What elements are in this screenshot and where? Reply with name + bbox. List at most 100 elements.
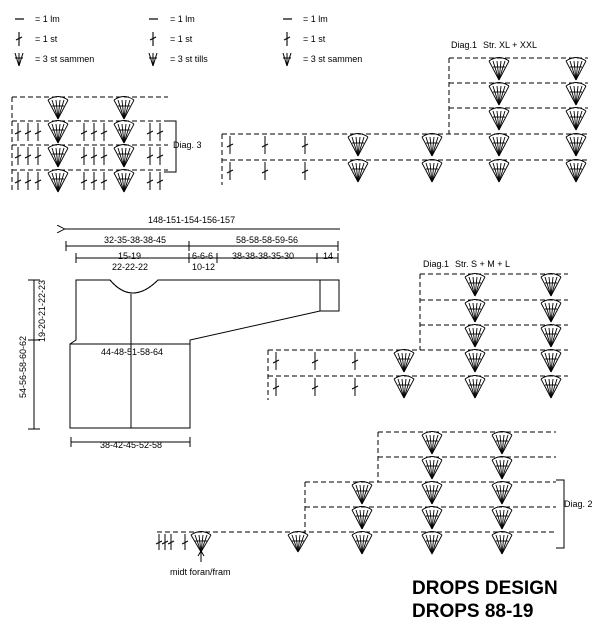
diagram-3-bracket <box>164 120 177 173</box>
neck-label-2: 22-22-22 <box>112 262 148 272</box>
legend-chain-label: = 1 lm <box>170 14 195 24</box>
stitch-symbol <box>80 123 88 141</box>
legend-chain-label: = 1 lm <box>35 14 60 24</box>
stitch-symbol <box>100 147 108 165</box>
cluster-fan <box>565 82 587 106</box>
cluster-fan <box>287 531 309 553</box>
legend-col-1: = 1 lm = 1 st = 3 st sammen <box>14 14 94 67</box>
stitch-symbol <box>24 123 32 141</box>
cluster-fan <box>565 133 587 157</box>
cluster-fan <box>421 431 443 455</box>
stitch-symbol-icon <box>15 32 23 46</box>
stitch-symbol <box>272 352 280 370</box>
stitch-symbol <box>226 136 234 154</box>
shoulder-label-2: 10-12 <box>192 262 215 272</box>
stitch-symbol <box>80 147 88 165</box>
cluster-fan <box>540 375 562 399</box>
height-label: 54-56-58-60-62 <box>18 336 28 398</box>
cluster-fan <box>190 531 212 553</box>
stitch-symbol-icon <box>149 32 157 46</box>
legend-col-3: = 1 lm = 1 st = 3 st sammen <box>282 14 362 67</box>
brand-line-2: DROPS 88-19 <box>412 601 533 622</box>
cluster-fan <box>351 531 373 555</box>
legend-stitch-label: = 1 st <box>35 34 58 44</box>
cluster-fan <box>113 169 135 193</box>
legend-col-2: = 1 lm = 1 st = 3 st tills <box>148 14 208 67</box>
legend-stitch-label: = 1 st <box>170 34 193 44</box>
stitch-symbol <box>156 172 164 190</box>
stitch-symbol <box>261 136 269 154</box>
cluster-fan <box>351 481 373 505</box>
stitch-symbol <box>100 172 108 190</box>
cluster-fan <box>393 375 415 399</box>
cluster-fan <box>47 120 69 144</box>
legend-stitch-label: = 1 st <box>303 34 326 44</box>
cuff-label: 14 <box>323 251 333 261</box>
cluster-fan <box>351 506 373 530</box>
legend-cluster-label: = 3 st sammen <box>35 54 94 64</box>
legend-cluster-label: = 3 st tills <box>170 54 208 64</box>
diagram-2-bracket <box>556 479 565 549</box>
stitch-symbol <box>34 172 42 190</box>
cluster-fan <box>421 531 443 555</box>
cluster-fan <box>540 299 562 323</box>
stitch-symbol <box>146 123 154 141</box>
diagram-2-label: Diag. 2 <box>564 499 593 509</box>
cluster-fan <box>488 133 510 157</box>
stitch-symbol-icon <box>283 32 291 46</box>
stitch-symbol <box>100 123 108 141</box>
cluster-fan <box>565 107 587 131</box>
cluster-fan <box>113 144 135 168</box>
diagram-1-xl-label: Diag.1 <box>451 40 477 50</box>
cluster-fan <box>393 349 415 373</box>
cluster-fan <box>488 107 510 131</box>
stitch-symbol <box>167 534 175 550</box>
stitch-symbol <box>311 352 319 370</box>
arrow-head-icon <box>197 550 205 557</box>
stitch-symbol <box>90 123 98 141</box>
brand-line-1: DROPS DESIGN <box>412 578 558 599</box>
cluster-fan <box>464 324 486 348</box>
cluster-fan <box>347 159 369 183</box>
diagram-3 <box>11 96 168 193</box>
stitch-symbol <box>261 162 269 180</box>
stitch-symbol <box>14 123 22 141</box>
stitch-symbol <box>155 534 163 550</box>
stitch-symbol <box>226 162 234 180</box>
neckline <box>109 279 159 294</box>
stitch-symbol <box>90 147 98 165</box>
armhole-label: 19-20-21-22-23 <box>37 280 47 342</box>
cluster-fan <box>488 57 510 81</box>
stitch-symbol <box>80 172 88 190</box>
stitch-symbol <box>14 147 22 165</box>
diagram-1-xl-size: Str. XL + XXL <box>483 40 537 50</box>
cluster-symbol-icon <box>148 52 158 67</box>
sleeve-length-label: 58-58-58-59-56 <box>236 235 298 245</box>
stitch-symbol <box>14 172 22 190</box>
stitch-symbol <box>156 147 164 165</box>
stitch-symbol <box>24 147 32 165</box>
cluster-fan <box>491 481 513 505</box>
cluster-symbol-icon <box>14 52 24 67</box>
cluster-fan <box>421 456 443 480</box>
cluster-fan <box>540 324 562 348</box>
cluster-fan <box>421 506 443 530</box>
stitch-symbol <box>351 352 359 370</box>
cluster-fan <box>421 159 443 183</box>
stitch-symbol <box>181 534 189 550</box>
stitch-symbol <box>156 123 164 141</box>
stitch-symbol <box>272 378 280 396</box>
stitch-symbol <box>351 378 359 396</box>
cluster-fan <box>421 133 443 157</box>
cluster-fan <box>464 299 486 323</box>
stitch-symbol <box>34 123 42 141</box>
stitch-symbol <box>90 172 98 190</box>
cluster-fan <box>540 273 562 297</box>
body-half-label: 32-35-38-38-45 <box>104 235 166 245</box>
stitch-symbol <box>146 147 154 165</box>
cluster-fan <box>464 375 486 399</box>
diagram-1-xl-xxl <box>221 57 588 185</box>
total-width-label: 148-151-154-156-157 <box>148 215 235 225</box>
garment-schematic: 148-151-154-156-157 32-35-38-38-45 58-58… <box>18 215 340 450</box>
